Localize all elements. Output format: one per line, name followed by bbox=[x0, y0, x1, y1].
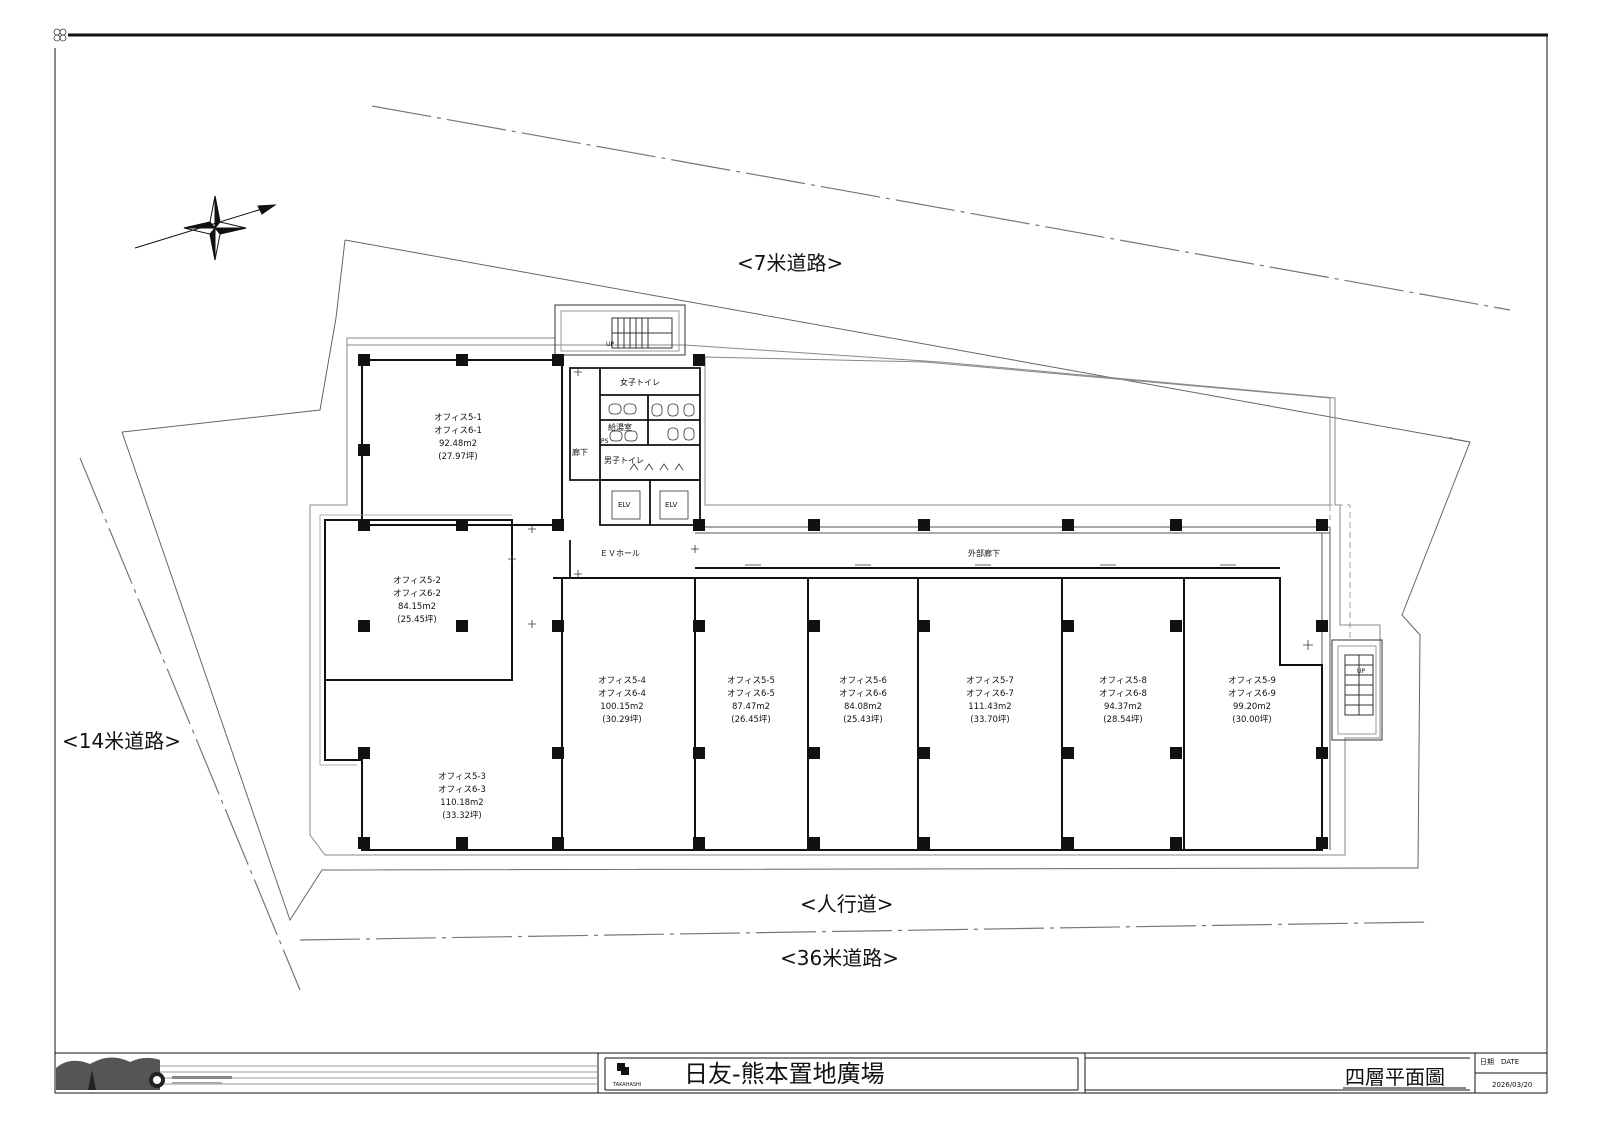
svg-text:オフィス6-8: オフィス6-8 bbox=[1099, 689, 1147, 699]
road-label-south: <36米道路> bbox=[780, 946, 899, 970]
svg-text:オフィス5-5: オフィス5-5 bbox=[727, 676, 775, 686]
svg-text:オフィス6-6: オフィス6-6 bbox=[839, 689, 887, 699]
svg-text:(33.70坪): (33.70坪) bbox=[970, 715, 1009, 725]
road-label-west: <14米道路> bbox=[62, 729, 181, 753]
men-wc-label: 男子トイレ bbox=[604, 456, 644, 465]
svg-text:オフィス6-7: オフィス6-7 bbox=[966, 689, 1014, 699]
corner-mark-icon bbox=[53, 28, 67, 42]
office-room-5-1: オフィス5-1 オフィス6-1 92.48m2 (27.97坪) bbox=[434, 413, 482, 462]
elevator-1-label: ELV bbox=[618, 501, 631, 509]
office-room-5-2: オフィス5-2 オフィス6-2 84.15m2 (25.45坪) bbox=[393, 576, 441, 625]
office-room-5-7: オフィス5-7 オフィス6-7 111.43m2 (33.70坪) bbox=[966, 676, 1014, 725]
svg-text:オフィス5-6: オフィス5-6 bbox=[839, 676, 887, 686]
svg-text:87.47m2: 87.47m2 bbox=[732, 702, 770, 712]
svg-text:(28.54坪): (28.54坪) bbox=[1103, 715, 1142, 725]
north-terrace-inner bbox=[707, 504, 1351, 640]
svg-text:(30.00坪): (30.00坪) bbox=[1232, 715, 1271, 725]
office-room-5-3: オフィス5-3 オフィス6-3 110.18m2 (33.32坪) bbox=[438, 772, 486, 821]
svg-text:92.48m2: 92.48m2 bbox=[439, 439, 477, 449]
pantry-label: 給湯室 bbox=[608, 422, 632, 432]
takahashi-logo-icon bbox=[617, 1063, 629, 1075]
office-walls bbox=[324, 359, 1323, 851]
logo-caption: TAKAHASHI bbox=[612, 1082, 641, 1088]
wc-fixtures bbox=[608, 403, 695, 520]
date-label: 日期 DATE bbox=[1480, 1058, 1519, 1066]
svg-text:100.15m2: 100.15m2 bbox=[600, 702, 643, 712]
road-label-north: <7米道路> bbox=[737, 251, 843, 275]
outer-corridor-label: 外部廊下 bbox=[968, 548, 1000, 558]
svg-text:オフィス5-2: オフィス5-2 bbox=[393, 576, 441, 586]
svg-text:オフィス5-8: オフィス5-8 bbox=[1099, 676, 1147, 686]
structural-columns bbox=[358, 354, 1328, 849]
title-block bbox=[55, 1052, 1547, 1093]
office-room-5-6: オフィス5-6 オフィス6-6 84.08m2 (25.43坪) bbox=[839, 676, 887, 725]
svg-text:オフィス6-3: オフィス6-3 bbox=[438, 785, 486, 795]
ps-label: PS bbox=[601, 438, 609, 445]
road-lines bbox=[79, 105, 1511, 991]
svg-text:94.37m2: 94.37m2 bbox=[1104, 702, 1142, 712]
north-arrow-icon bbox=[134, 195, 277, 261]
elevator-2-label: ELV bbox=[665, 501, 678, 509]
svg-text:99.20m2: 99.20m2 bbox=[1233, 702, 1271, 712]
svg-text:オフィス6-5: オフィス6-5 bbox=[727, 689, 775, 699]
svg-text:オフィス5-9: オフィス5-9 bbox=[1228, 676, 1276, 686]
ev-hall-label: ＥＶホール bbox=[600, 549, 640, 558]
stair-up-label-east: UP bbox=[1357, 668, 1365, 675]
svg-text:110.18m2: 110.18m2 bbox=[440, 798, 483, 808]
svg-text:オフィス6-4: オフィス6-4 bbox=[598, 689, 646, 699]
svg-text:オフィス5-4: オフィス5-4 bbox=[598, 676, 646, 686]
svg-text:オフィス6-1: オフィス6-1 bbox=[434, 426, 482, 436]
client-logo-image bbox=[56, 1057, 232, 1090]
office-room-5-8: オフィス5-8 オフィス6-8 94.37m2 (28.54坪) bbox=[1099, 676, 1147, 725]
office-inner-lines bbox=[319, 514, 512, 766]
building-outline bbox=[309, 337, 1381, 856]
project-title: 日友-熊本置地廣場 bbox=[684, 1060, 885, 1088]
north-stair bbox=[554, 304, 686, 356]
door-marks bbox=[508, 368, 1313, 650]
svg-text:(30.29坪): (30.29坪) bbox=[602, 715, 641, 725]
north-terrace bbox=[704, 356, 1331, 506]
svg-text:84.08m2: 84.08m2 bbox=[844, 702, 882, 712]
women-wc-label: 女子トイレ bbox=[620, 377, 660, 387]
svg-text:オフィス6-2: オフィス6-2 bbox=[393, 589, 441, 599]
svg-text:(26.45坪): (26.45坪) bbox=[731, 715, 770, 725]
svg-text:(33.32坪): (33.32坪) bbox=[442, 811, 481, 821]
office-room-5-4: オフィス5-4 オフィス6-4 100.15m2 (30.29坪) bbox=[598, 676, 646, 725]
svg-text:(25.43坪): (25.43坪) bbox=[843, 715, 882, 725]
svg-text:(25.45坪): (25.45坪) bbox=[397, 615, 436, 625]
drawing-title: 四層平面圖 bbox=[1345, 1065, 1445, 1089]
svg-text:オフィス5-7: オフィス5-7 bbox=[966, 676, 1014, 686]
svg-text:オフィス5-3: オフィス5-3 bbox=[438, 772, 486, 782]
corridor-label: 廊下 bbox=[572, 447, 588, 457]
east-stair bbox=[1331, 639, 1383, 741]
svg-text:オフィス6-9: オフィス6-9 bbox=[1228, 689, 1276, 699]
svg-text:84.15m2: 84.15m2 bbox=[398, 602, 436, 612]
core-walls bbox=[553, 367, 701, 579]
svg-text:111.43m2: 111.43m2 bbox=[968, 702, 1011, 712]
svg-text:(27.97坪): (27.97坪) bbox=[438, 452, 477, 462]
svg-text:オフィス5-1: オフィス5-1 bbox=[434, 413, 482, 423]
office-room-5-9: オフィス5-9 オフィス6-9 99.20m2 (30.00坪) bbox=[1228, 676, 1276, 725]
site-boundary-north bbox=[344, 239, 1471, 443]
date-value: 2026/03/20 bbox=[1492, 1081, 1532, 1089]
office-room-5-5: オフィス5-5 オフィス6-5 87.47m2 (26.45坪) bbox=[727, 676, 775, 725]
road-label-sidewalk: <人行道> bbox=[800, 892, 894, 916]
drawing-frame bbox=[54, 33, 1548, 1094]
stair-up-label-north: UP bbox=[606, 341, 614, 348]
